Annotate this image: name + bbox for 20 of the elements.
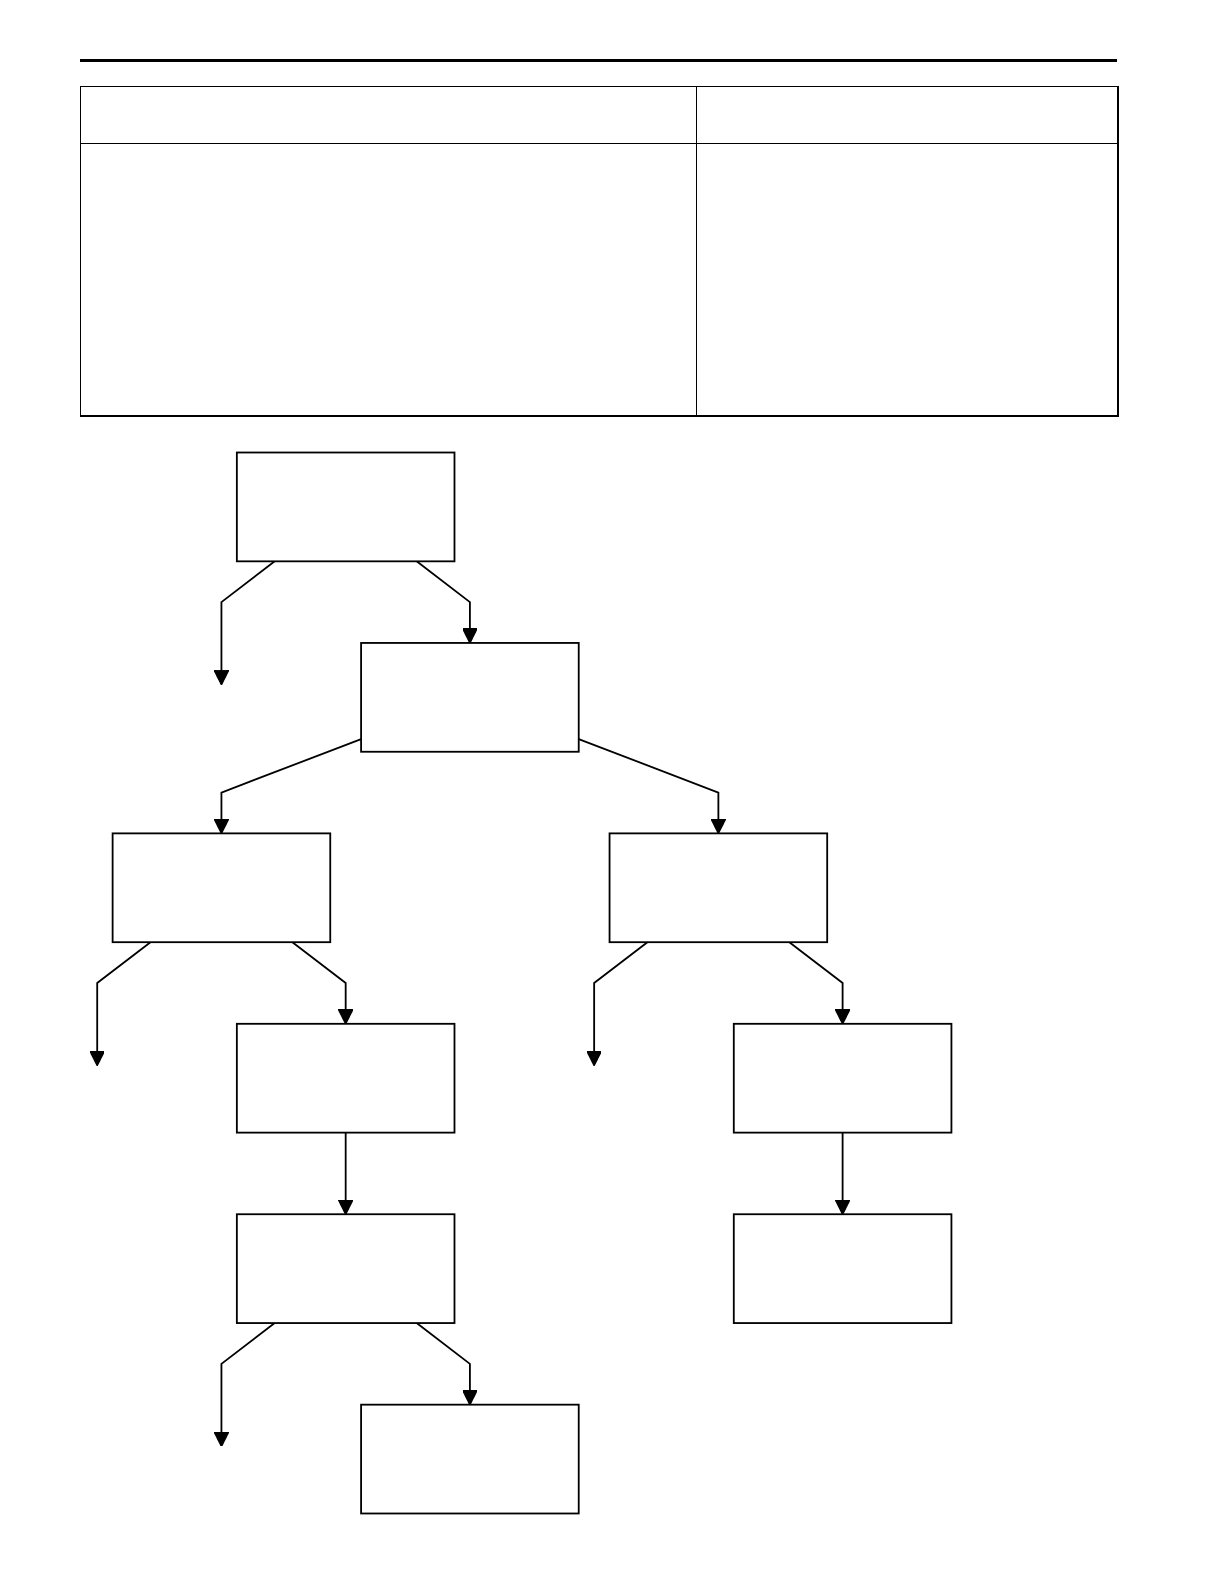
arrow <box>213 1322 276 1448</box>
node-box <box>360 1403 580 1515</box>
arrow <box>415 560 478 644</box>
node-box <box>360 642 580 753</box>
node-box <box>608 832 829 944</box>
arrow <box>415 1322 478 1406</box>
node-box <box>235 451 456 563</box>
arrow <box>291 941 354 1025</box>
node-box <box>111 832 332 944</box>
arrow <box>213 738 362 835</box>
node-box <box>732 1213 953 1324</box>
arrow <box>337 1131 354 1215</box>
arrow <box>213 560 276 686</box>
node-box <box>235 1213 456 1324</box>
arrow <box>89 941 152 1067</box>
arrow <box>834 1131 851 1215</box>
arrow <box>788 941 851 1025</box>
node-box <box>732 1022 953 1134</box>
node-box <box>235 1022 456 1134</box>
arrow <box>586 941 649 1067</box>
